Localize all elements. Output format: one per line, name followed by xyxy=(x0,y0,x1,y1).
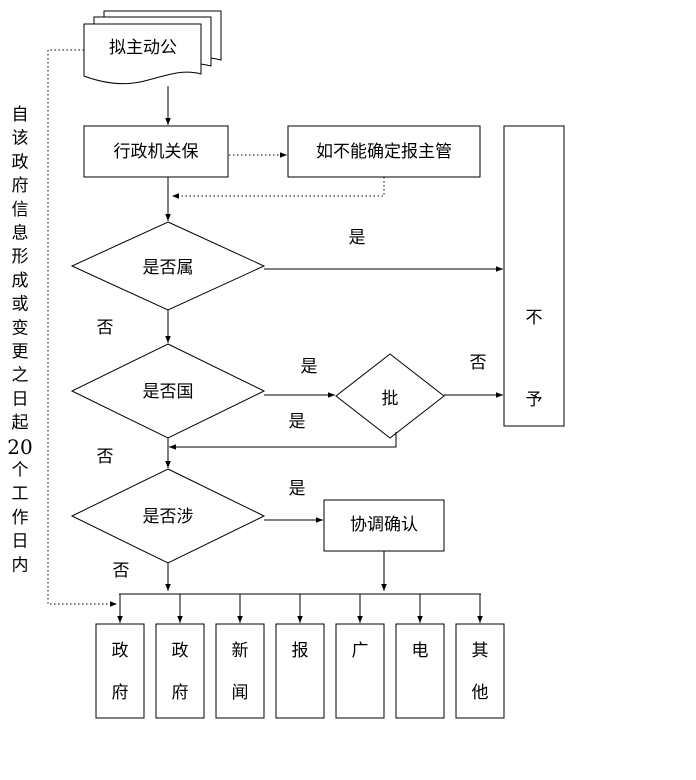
side-note-char: 成 xyxy=(12,271,29,291)
coordinate-node: 协调确认 xyxy=(323,499,445,552)
approve-label: 批 xyxy=(382,389,399,409)
admin-node: 行政机关保 xyxy=(83,125,229,178)
side-note-char: 该 xyxy=(12,129,29,149)
q3-no-label: 否 xyxy=(113,561,130,581)
refuse-char-1: 予 xyxy=(526,390,543,410)
unsure-label: 如不能确定报主管 xyxy=(316,142,452,162)
channel-label-char: 闻 xyxy=(232,683,249,703)
channel-box xyxy=(395,623,445,719)
channel-label-char: 其 xyxy=(472,641,489,661)
q1-yes-label: 是 xyxy=(349,228,366,248)
q2-yes-label: 是 xyxy=(301,357,318,377)
side-note-char: 自 xyxy=(12,105,29,125)
side-note-char: 更 xyxy=(12,342,29,362)
channel-label-char: 报 xyxy=(292,641,309,661)
q2-label: 是否国 xyxy=(143,382,194,402)
q3-yes-label: 是 xyxy=(289,479,306,499)
q3-label: 是否涉 xyxy=(143,507,194,527)
q3-decision-node: 是否涉 xyxy=(70,468,266,564)
approve-yes-label: 是 xyxy=(289,412,306,432)
side-note-char: 日 xyxy=(12,532,29,552)
side-note-char: 府 xyxy=(12,176,29,196)
channel-label-char: 他 xyxy=(472,683,489,703)
q1-label: 是否属 xyxy=(143,258,194,278)
channel-box xyxy=(455,623,505,719)
side-note-char: 信 xyxy=(12,200,29,220)
channel-label-char: 政 xyxy=(172,641,189,661)
channel-label-char: 广 xyxy=(352,641,369,661)
approve-decision-node: 批 xyxy=(335,353,445,439)
start-document-node: 拟主动公 xyxy=(83,10,222,85)
side-note-char: 作 xyxy=(12,508,29,528)
side-note-char: 个 xyxy=(12,461,29,481)
channel-box xyxy=(95,623,145,719)
side-note-char: 政 xyxy=(12,152,29,172)
side-note-char: 或 xyxy=(12,295,29,315)
refuse-char-0: 不 xyxy=(526,308,543,328)
dotted-time-limit-bracket xyxy=(47,49,117,607)
side-note-char: 之 xyxy=(12,366,29,386)
refuse-node: 不 予 xyxy=(503,125,565,427)
dotted-arrow-unsure-return xyxy=(172,177,385,199)
channel-label-char: 政 xyxy=(112,641,129,661)
arrow-approve-yes xyxy=(169,432,397,450)
side-note-char: 内 xyxy=(12,555,29,575)
side-note-char: 形 xyxy=(12,247,29,267)
admin-label: 行政机关保 xyxy=(114,142,199,162)
channel-label-char: 电 xyxy=(412,641,429,661)
start-label: 拟主动公 xyxy=(109,38,177,58)
approve-no-label: 否 xyxy=(470,353,487,373)
channel-box xyxy=(215,623,265,719)
side-note-char: 起 xyxy=(12,413,29,433)
coordinate-label: 协调确认 xyxy=(350,515,418,535)
q2-decision-node: 是否国 xyxy=(70,343,266,439)
side-note-char: 日 xyxy=(12,389,29,409)
side-note-char: 息 xyxy=(12,224,29,244)
channel-label-char: 府 xyxy=(172,683,189,703)
channel-box xyxy=(335,623,385,719)
side-note-char: 工 xyxy=(12,484,29,504)
channel-group: 政府 政府 新闻 报 广 电 其他 xyxy=(95,594,505,719)
channel-label-char: 新 xyxy=(232,641,249,661)
channel-box xyxy=(275,623,325,719)
q1-no-label: 否 xyxy=(97,318,114,338)
channel-label-char: 府 xyxy=(112,683,129,703)
side-note-char: 20 xyxy=(7,435,32,459)
side-note-char: 变 xyxy=(12,318,29,338)
q2-no-label: 否 xyxy=(97,447,114,467)
unsure-node: 如不能确定报主管 xyxy=(287,125,481,178)
channel-box xyxy=(155,623,205,719)
q1-decision-node: 是否属 xyxy=(70,221,266,311)
